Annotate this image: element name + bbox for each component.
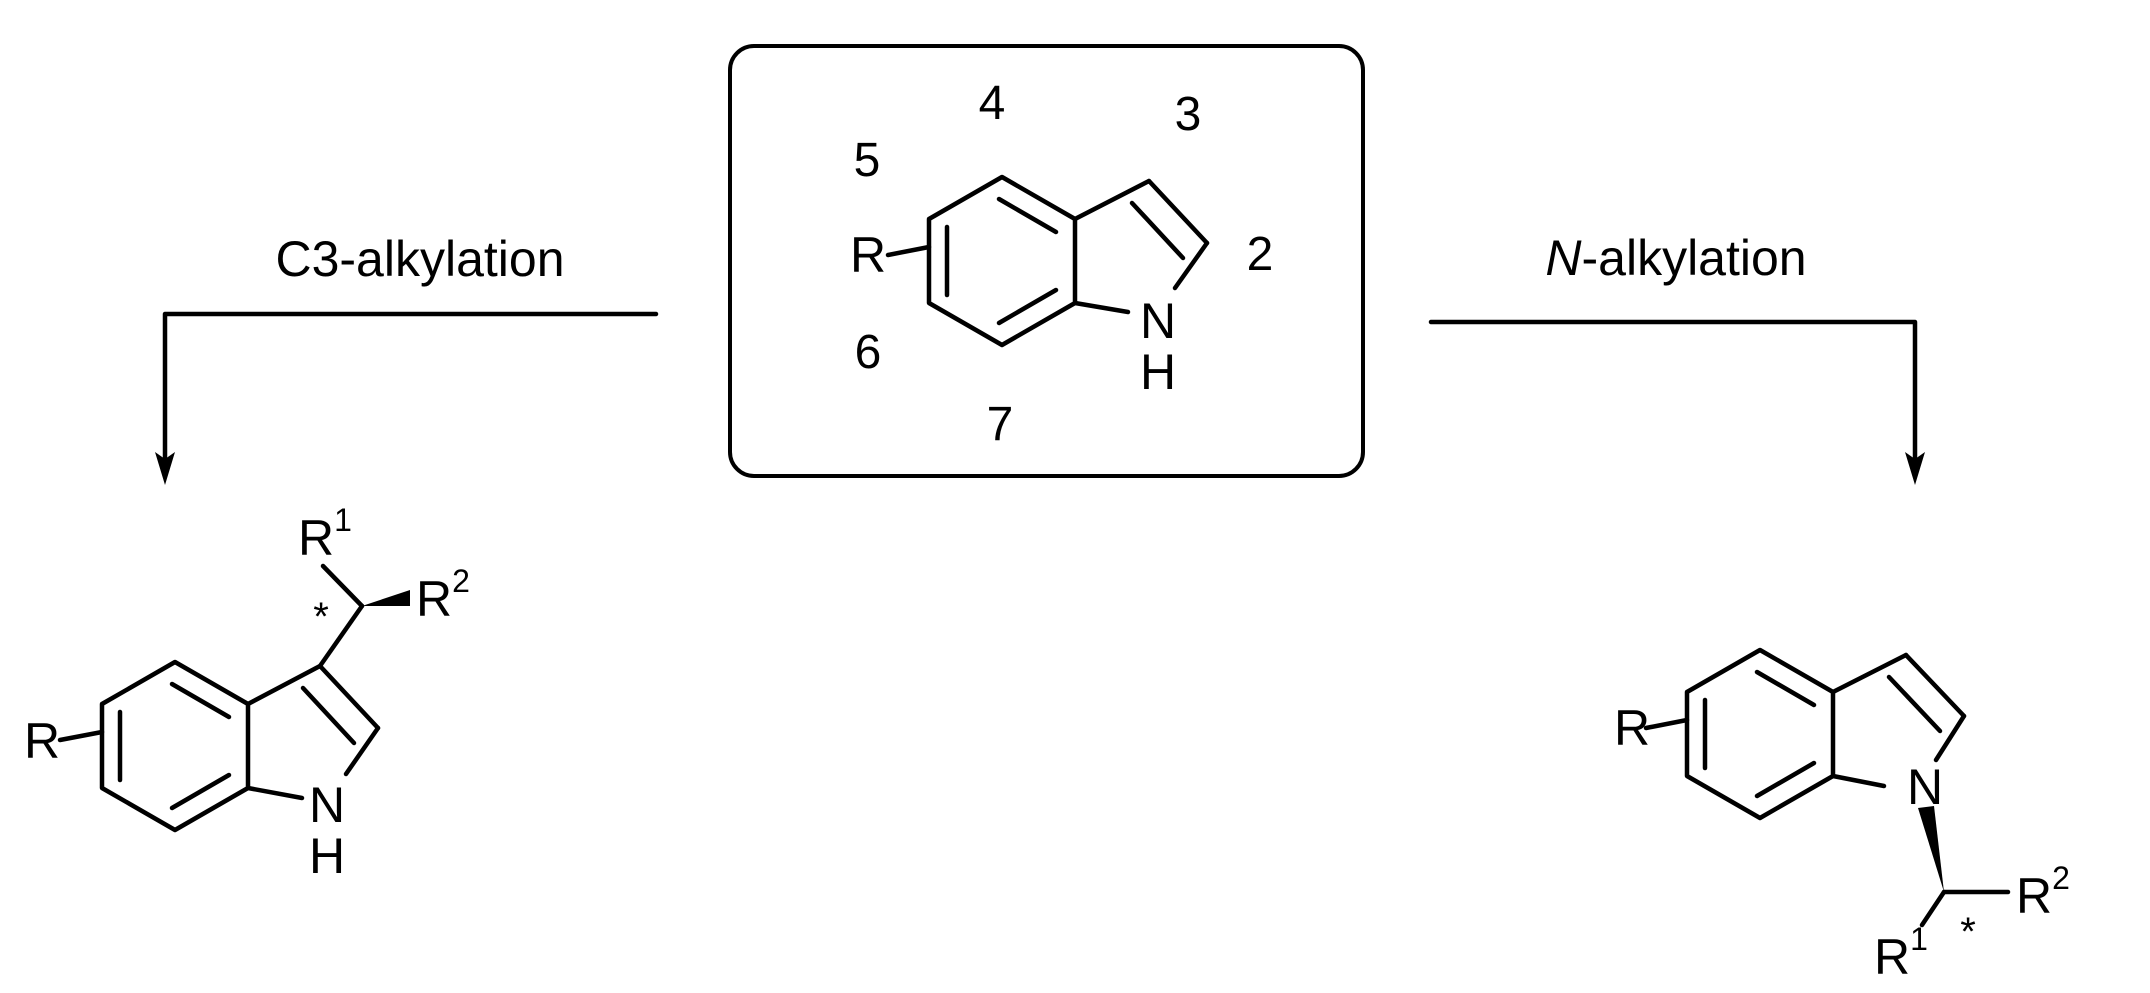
c3-product-r1-superscript: 1 xyxy=(334,502,352,538)
position-label-4: 4 xyxy=(979,77,1006,130)
c3-alkylation-branch: C3-alkylation xyxy=(155,231,659,485)
indole-frame xyxy=(728,44,1365,478)
c3-product-r2-base: R xyxy=(416,571,452,627)
indole-h-label: H xyxy=(1140,344,1176,400)
n-product-r1-label: R1 xyxy=(1874,921,1928,985)
c3-product-r2-label: R2 xyxy=(416,563,470,627)
indole-n-label: N xyxy=(1140,293,1176,349)
n-product-stereocenter: * xyxy=(1960,910,1976,954)
n-product-r2-label: R2 xyxy=(2016,860,2070,924)
position-label-6: 6 xyxy=(855,326,882,379)
c3-product-r1-label: R1 xyxy=(298,502,352,566)
c3-product-stereocenter: * xyxy=(313,595,329,639)
n-alkylated-product: R N * R1 R2 xyxy=(1614,647,2070,985)
position-label-3: 3 xyxy=(1175,88,1202,141)
n-alkylation-label: N-alkylation xyxy=(1545,230,1806,286)
indole-bonds xyxy=(885,174,1210,348)
n-alkylation-arrowhead xyxy=(1905,452,1925,485)
n-product-bonds xyxy=(1643,647,2011,928)
c3-alkylation-label: C3-alkylation xyxy=(275,231,564,287)
position-label-7: 7 xyxy=(987,398,1014,451)
indole-r-label: R xyxy=(850,227,886,283)
starting-indole: R N H 4 3 5 2 6 7 xyxy=(728,44,1365,478)
c3-product-h-label: H xyxy=(309,828,345,884)
c3-product-r1-base: R xyxy=(298,510,334,566)
c3-product-bonds xyxy=(57,563,381,833)
c3-alkylation-arrow xyxy=(162,311,659,471)
c3-product-wedge-bond xyxy=(362,590,410,606)
n-alkylation-arrow xyxy=(1428,319,1918,471)
n-product-r1-superscript: 1 xyxy=(1910,921,1928,957)
c3-product-r-label: R xyxy=(24,713,60,769)
position-label-5: 5 xyxy=(854,134,881,187)
c3-alkylated-product: R N H * R1 R2 xyxy=(24,502,470,884)
c3-alkylation-arrowhead xyxy=(155,452,175,485)
n-product-r2-superscript: 2 xyxy=(2052,860,2070,896)
n-alkylation-branch: N-alkylation xyxy=(1428,230,1925,485)
position-label-2: 2 xyxy=(1247,228,1274,281)
n-product-r2-base: R xyxy=(2016,868,2052,924)
n-product-r-label: R xyxy=(1614,700,1650,756)
n-product-wedge-bond xyxy=(1918,806,1944,892)
n-alkylation-label-rest: -alkylation xyxy=(1582,230,1807,286)
c3-product-n-label: N xyxy=(309,777,345,833)
n-product-n-label: N xyxy=(1907,759,1943,815)
n-product-r1-base: R xyxy=(1874,929,1910,985)
n-alkylation-label-italic: N xyxy=(1545,230,1582,286)
c3-product-r2-superscript: 2 xyxy=(452,563,470,599)
